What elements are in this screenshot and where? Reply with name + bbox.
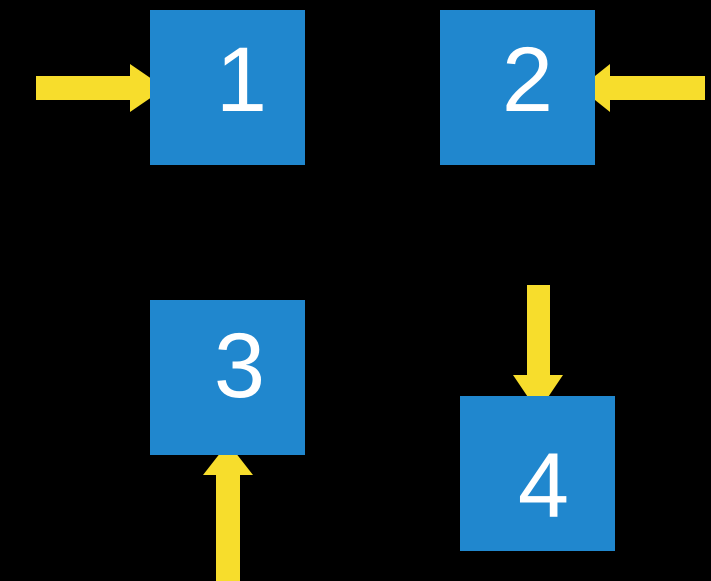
box-3[interactable]: 3 <box>150 300 305 455</box>
box-2-label: 2 <box>501 28 554 131</box>
arrow-right-into-box-1-icon <box>36 64 165 112</box>
box-3-label: 3 <box>213 314 266 417</box>
box-1[interactable]: 1 <box>150 10 305 165</box>
box-2[interactable]: 2 <box>440 10 595 165</box>
box-4-label: 4 <box>517 434 570 537</box>
box-4[interactable]: 4 <box>460 396 615 551</box>
box-1-label: 1 <box>215 28 268 131</box>
arrow-down-into-box-4-icon <box>513 285 563 412</box>
arrow-left-into-box-2-icon <box>580 64 705 112</box>
arrow-up-into-box-3-icon <box>203 443 253 581</box>
